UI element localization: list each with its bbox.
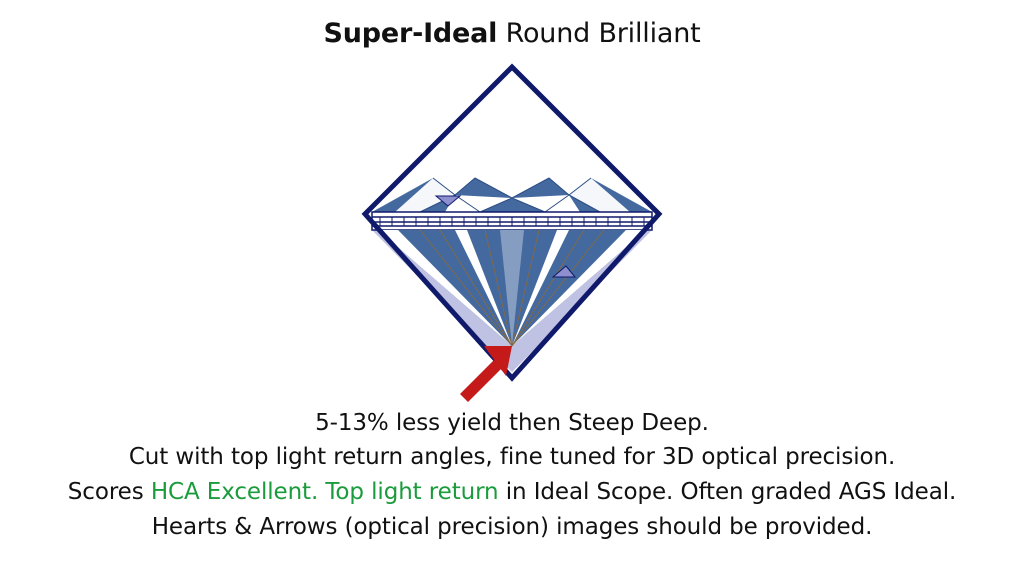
red-pointer-arrow-icon xyxy=(460,346,512,402)
crown-facet xyxy=(549,178,591,195)
pavilion-ray xyxy=(512,230,569,346)
caption-line-4: Hearts & Arrows (optical precision) imag… xyxy=(151,514,873,540)
title-rest: Round Brilliant xyxy=(497,18,701,49)
crown-facet xyxy=(433,178,475,195)
pavilion-ray xyxy=(500,230,524,346)
page-title: Super-Ideal Round Brilliant xyxy=(0,14,1024,54)
caption-line-3-prefix: Scores xyxy=(67,479,151,505)
pavilion xyxy=(378,230,646,346)
pavilion-ray xyxy=(455,230,512,346)
caption-line-3-suffix: in Ideal Scope. Often graded AGS Ideal. xyxy=(498,479,957,505)
caption-line-3-highlight: HCA Excellent. Top light return xyxy=(150,479,499,505)
crown-facet xyxy=(569,178,630,212)
title-bold: Super-Ideal xyxy=(323,18,498,49)
pavilion-ray xyxy=(512,230,646,346)
crown-lines xyxy=(419,177,601,213)
crown-facet xyxy=(475,178,549,198)
pavilion-ray xyxy=(378,230,512,346)
crown-triangle-marker xyxy=(434,195,462,207)
pavilion-lines xyxy=(419,229,605,347)
crown-facet xyxy=(395,178,455,212)
caption-line-2: Cut with top light return angles, fine t… xyxy=(128,444,896,470)
pavilion-triangle-marker xyxy=(551,265,577,278)
caption-line-3: Scores HCA Excellent. Top light return i… xyxy=(0,477,1024,507)
girdle-ticks xyxy=(379,217,645,226)
caption-line-1: 5-13% less yield then Steep Deep. xyxy=(315,410,709,436)
diamond-frame xyxy=(361,63,663,382)
